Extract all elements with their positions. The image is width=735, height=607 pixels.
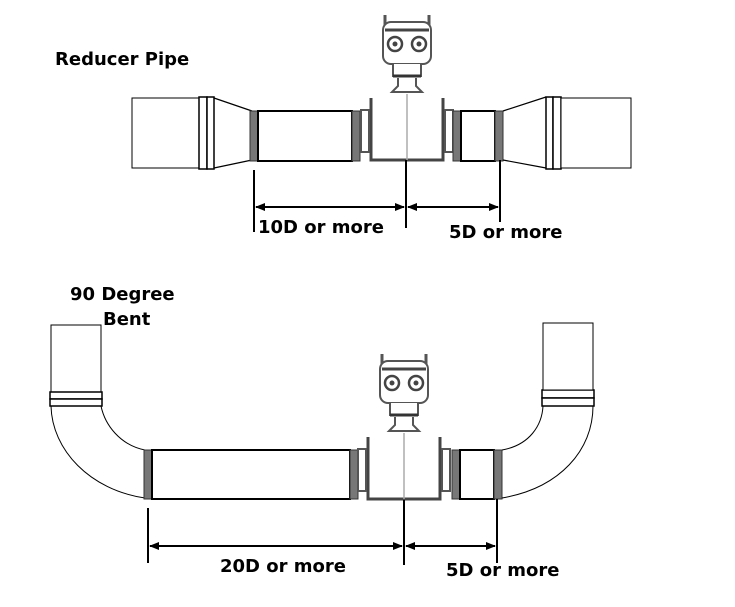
reducer-upstream-pipe [131, 96, 361, 170]
bend-title-line1: 90 Degree [70, 284, 175, 305]
reducer-downstream-label: 5D or more [449, 222, 562, 243]
reducer-downstream-pipe [452, 96, 632, 170]
bend-downstream-label: 5D or more [446, 560, 559, 581]
flowmeter-icon [359, 13, 455, 162]
reducer-dimension-lines [253, 160, 501, 232]
flowmeter-icon [356, 352, 452, 501]
reducer-upstream-label: 10D or more [258, 217, 384, 238]
bend-dimension-lines [147, 499, 498, 565]
bend-title-line2: Bent [103, 309, 151, 330]
bend-upstream-label: 20D or more [220, 556, 346, 577]
reducer-pipe-title: Reducer Pipe [55, 49, 189, 70]
bend-downstream-pipe [451, 322, 595, 500]
bend-upstream-pipe [49, 324, 359, 500]
